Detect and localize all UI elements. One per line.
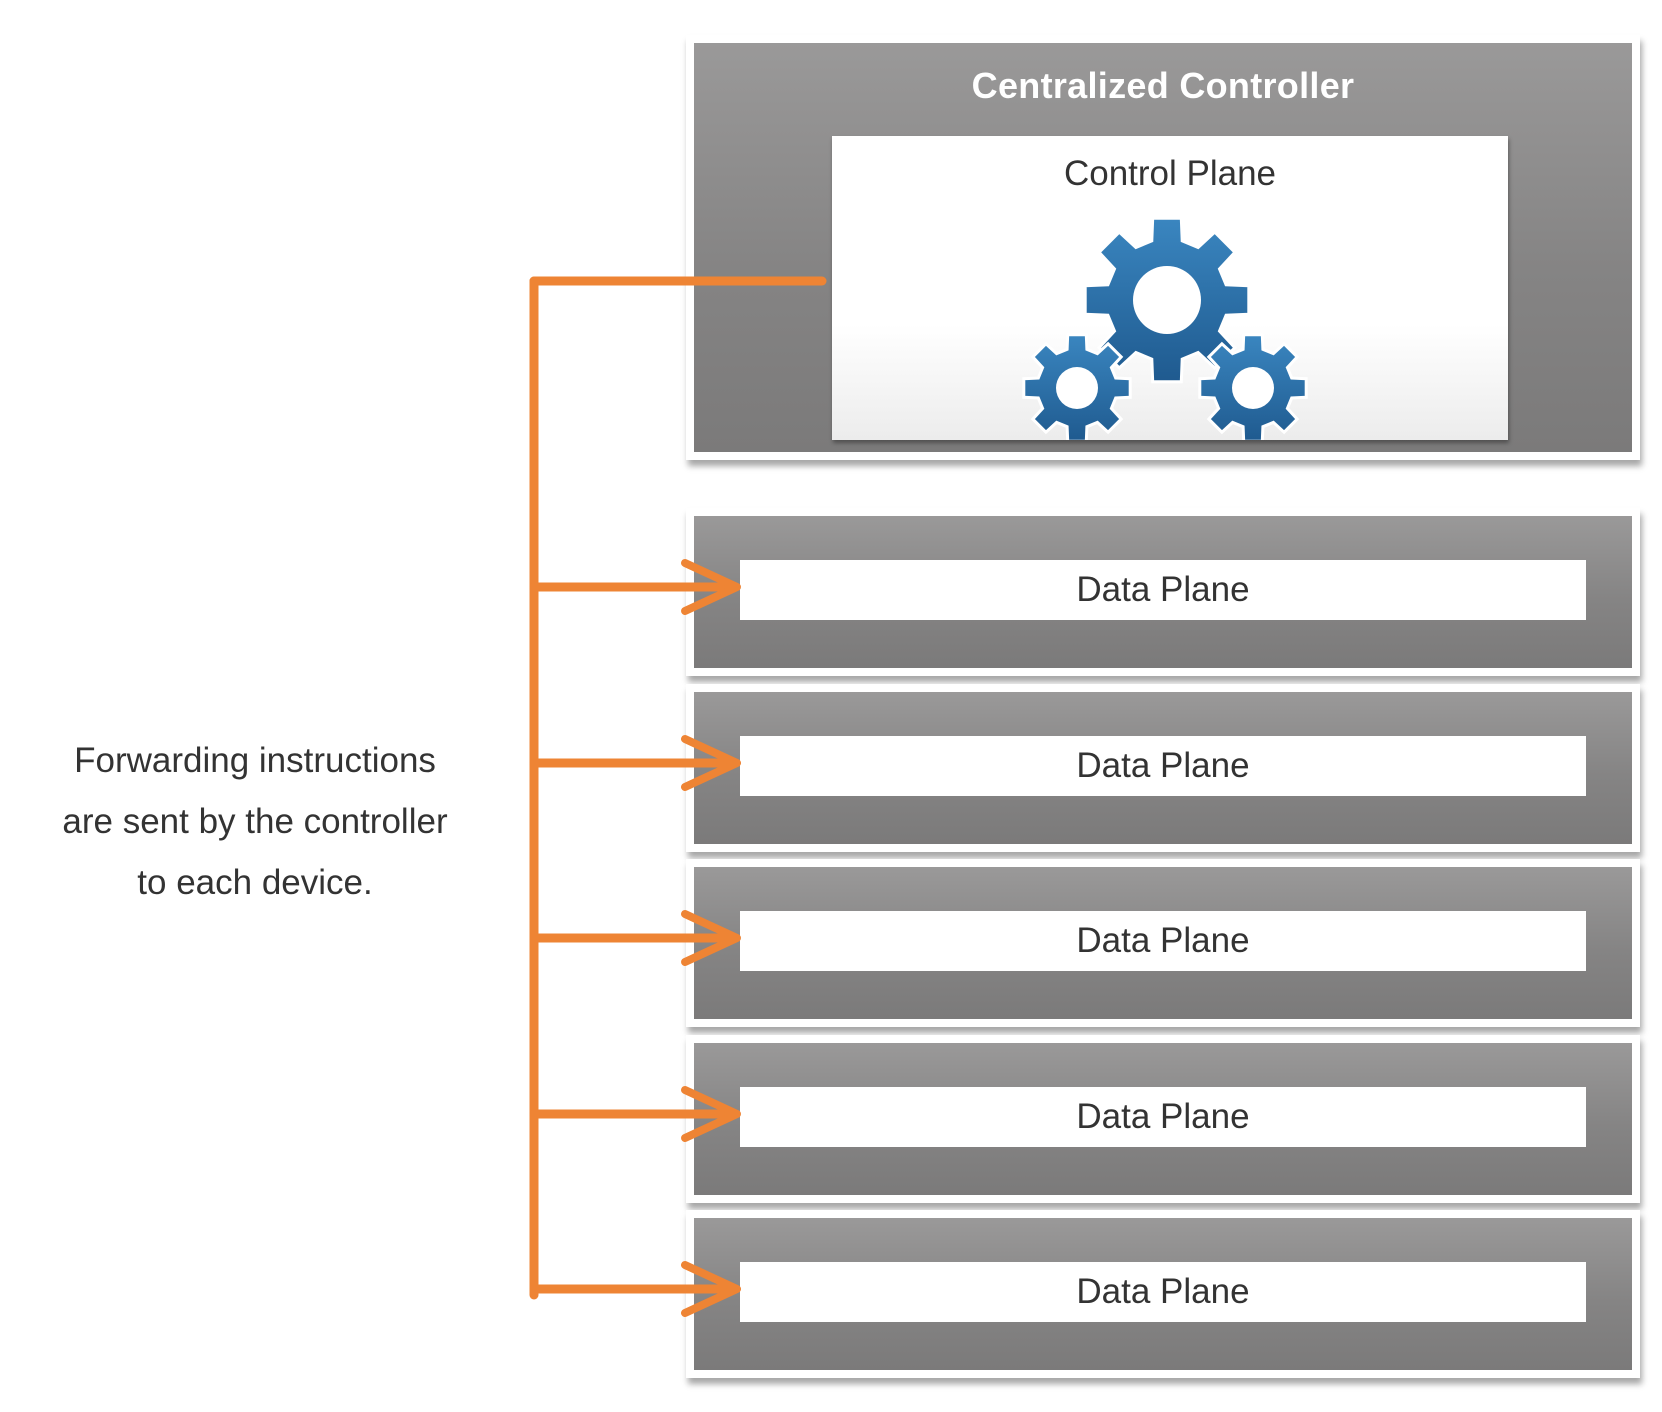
small-gear-left-icon (1022, 333, 1132, 440)
device-box-4: Data Plane (686, 1035, 1640, 1203)
gear-right-hole (1232, 367, 1274, 409)
caption-line-1: Forwarding instructions (74, 741, 436, 780)
small-gear-right-icon (1198, 333, 1308, 440)
gears-icon (1022, 216, 1308, 440)
control-plane-label: Control Plane (1063, 154, 1277, 193)
centralized-controller-title: Centralized Controller (971, 65, 1355, 106)
centralized-controller-box: Centralized Controller Control Plane (686, 35, 1640, 460)
caption-line-2: are sent by the controller (62, 802, 448, 841)
large-gear-icon (1083, 216, 1251, 384)
device-box-2: Data Plane (686, 684, 1640, 852)
arrow-head-icon-3 (681, 910, 741, 966)
caption-text: Forwarding instructions are sent by the … (20, 730, 490, 913)
device-box-1: Data Plane (686, 508, 1640, 676)
caption-line-3: to each device. (137, 863, 373, 902)
arrow-head-icon-4 (681, 1086, 741, 1142)
arrow-head-icon-5 (681, 1261, 741, 1317)
control-plane-box: Control Plane (832, 136, 1508, 440)
device-box-5: Data Plane (686, 1210, 1640, 1378)
data-plane-label: Data Plane (740, 911, 1586, 971)
device-box-3: Data Plane (686, 859, 1640, 1027)
data-plane-label: Data Plane (740, 560, 1586, 620)
arrow-head-icon-1 (681, 559, 741, 615)
data-plane-label: Data Plane (740, 1087, 1586, 1147)
gear-left-hole (1056, 367, 1098, 409)
gear-big-hole (1133, 266, 1201, 334)
arrow-head-icon-2 (681, 735, 741, 791)
data-plane-label: Data Plane (740, 1262, 1586, 1322)
data-plane-label: Data Plane (740, 736, 1586, 796)
